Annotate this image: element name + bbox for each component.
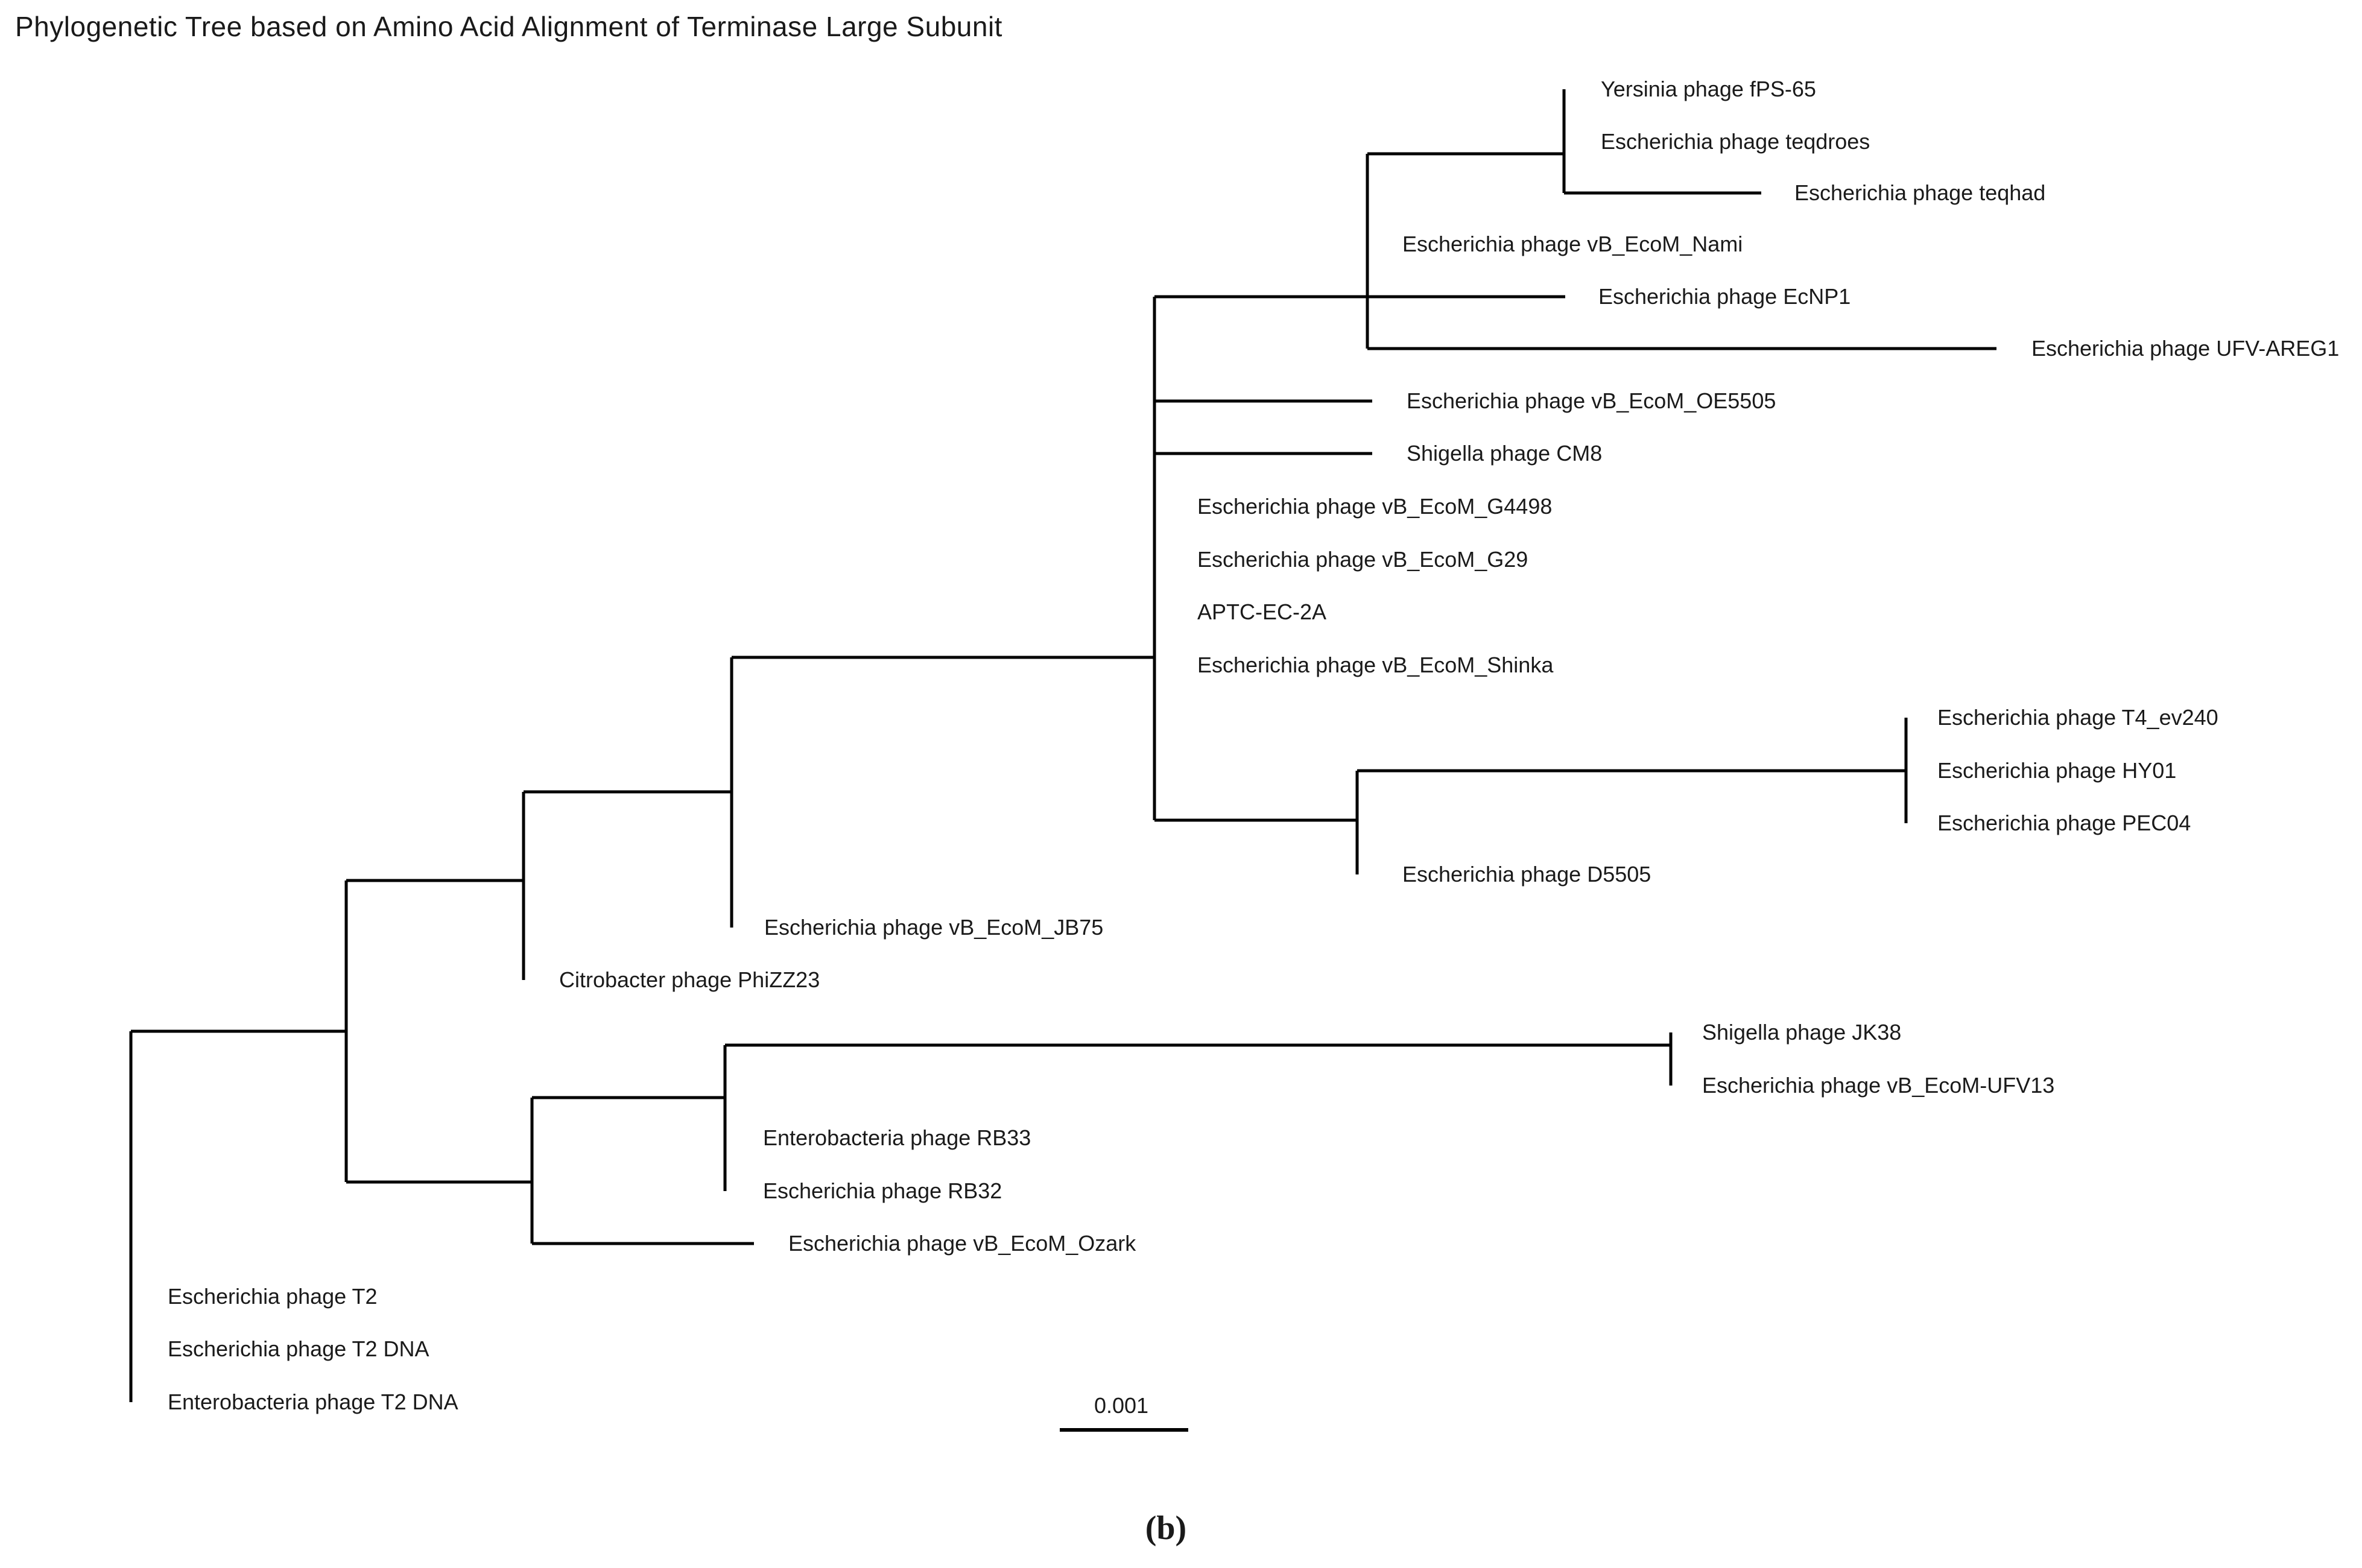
taxon-label: Shigella phage CM8 bbox=[1407, 441, 1602, 466]
taxon-label: Escherichia phage vB_EcoM_Shinka bbox=[1197, 653, 1554, 677]
taxon-label: Escherichia phage vB_EcoM_OE5505 bbox=[1407, 388, 1776, 413]
figure-title: Phylogenetic Tree based on Amino Acid Al… bbox=[15, 11, 1002, 42]
taxon-label: Escherichia phage UFV-AREG1 bbox=[2031, 336, 2339, 361]
taxon-label: Escherichia phage vB_EcoM_Nami bbox=[1402, 232, 1743, 256]
taxon-label-highlighted: APTC-EC-2A bbox=[1197, 599, 1326, 624]
taxon-label: Yersinia phage fPS-65 bbox=[1601, 77, 1816, 101]
taxon-label: Escherichia phage vB_EcoM_G29 bbox=[1197, 547, 1528, 572]
taxon-label: Escherichia phage vB_EcoM_JB75 bbox=[764, 915, 1103, 940]
taxon-label: Escherichia phage vB_EcoM_G4498 bbox=[1197, 494, 1552, 519]
taxon-label: Escherichia phage EcNP1 bbox=[1598, 284, 1851, 309]
taxon-label: Escherichia phage T2 DNA bbox=[168, 1336, 429, 1361]
taxon-label: Escherichia phage T2 bbox=[168, 1284, 378, 1309]
taxon-label: Escherichia phage teqdroes bbox=[1601, 129, 1870, 154]
taxon-label: Escherichia phage vB_EcoM_Ozark bbox=[788, 1231, 1136, 1256]
taxon-label: Escherichia phage teqhad bbox=[1794, 180, 2045, 205]
taxon-label: Citrobacter phage PhiZZ23 bbox=[559, 967, 820, 992]
taxon-label: Escherichia phage RB32 bbox=[763, 1178, 1002, 1203]
taxon-label: Escherichia phage PEC04 bbox=[1937, 811, 2191, 835]
taxon-label: Escherichia phage HY01 bbox=[1937, 758, 2176, 783]
taxon-label: Escherichia phage D5505 bbox=[1402, 862, 1651, 887]
taxon-label: Escherichia phage T4_ev240 bbox=[1937, 705, 2218, 730]
scale-bar-label: 0.001 bbox=[1094, 1393, 1148, 1418]
subfigure-caption: (b) bbox=[1145, 1510, 1186, 1547]
taxon-label: Escherichia phage vB_EcoM-UFV13 bbox=[1702, 1073, 2054, 1098]
taxon-label: Shigella phage JK38 bbox=[1702, 1020, 1901, 1045]
taxon-label: Enterobacteria phage T2 DNA bbox=[168, 1389, 458, 1414]
taxon-label: Enterobacteria phage RB33 bbox=[763, 1125, 1031, 1150]
branches-group bbox=[129, 89, 1996, 1402]
